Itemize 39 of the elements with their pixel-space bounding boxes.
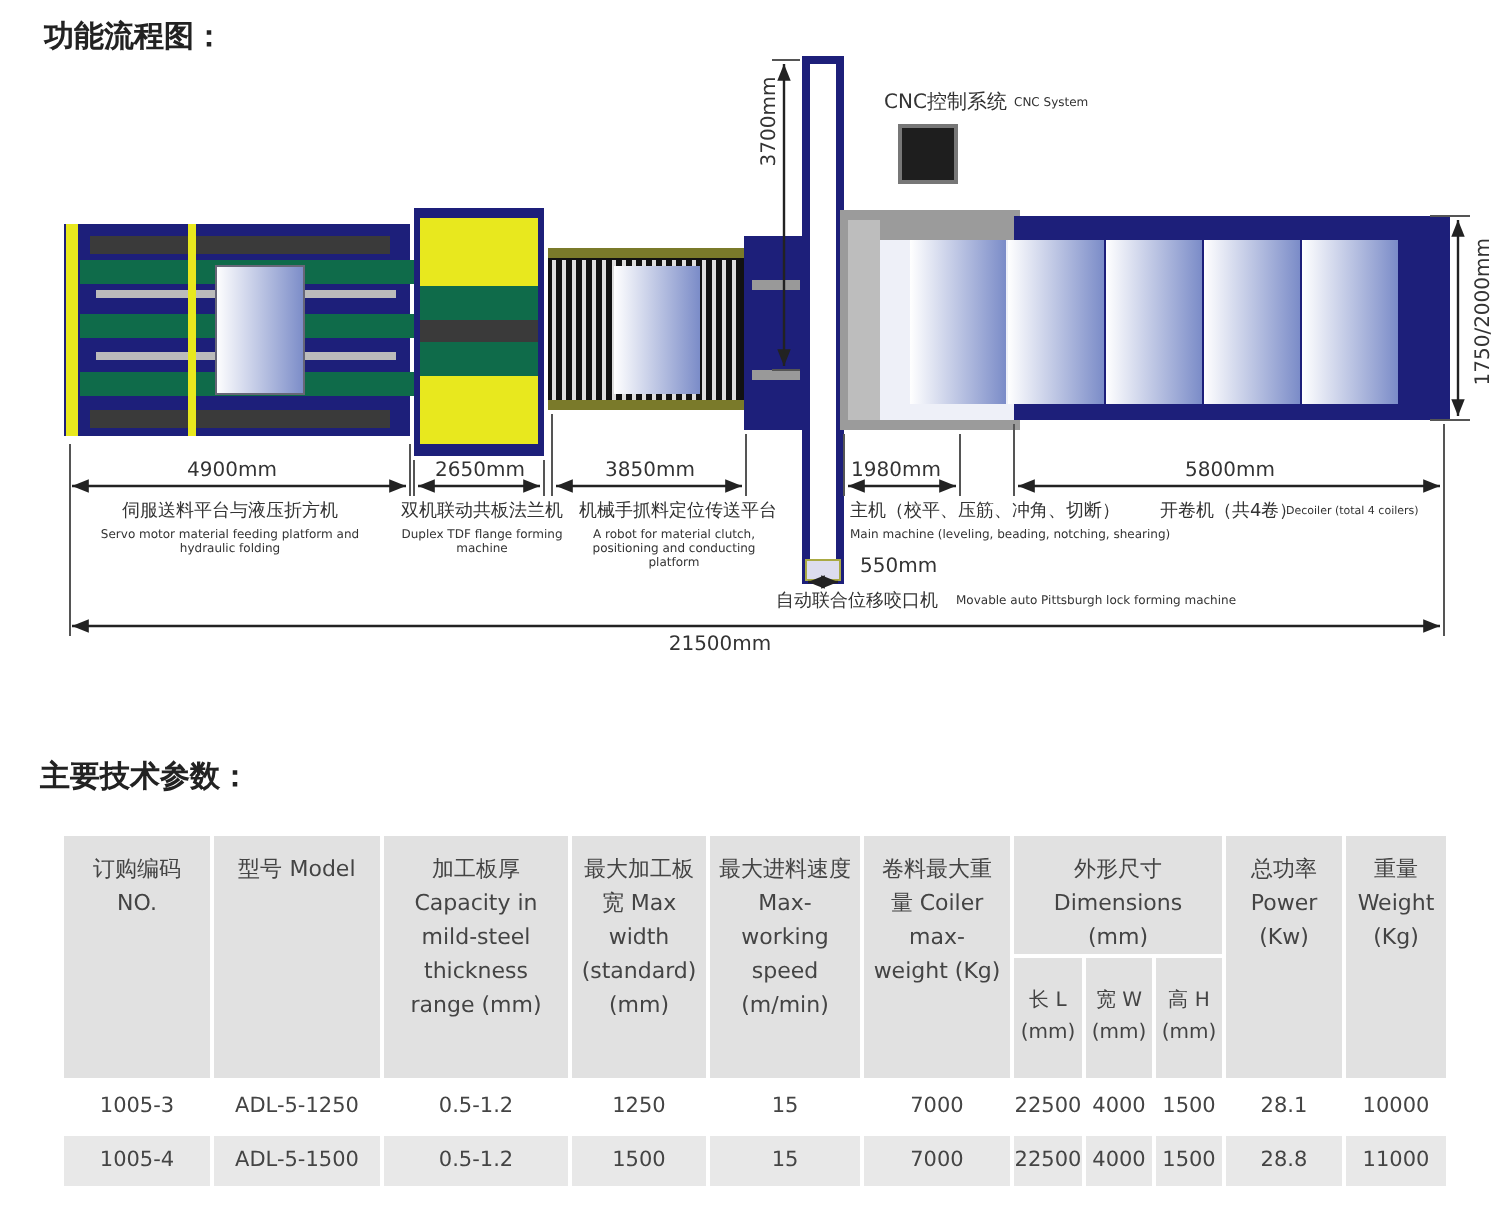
dimension-label: 3700mm <box>758 74 782 171</box>
header-cell: 卷料最大重量 Coiler max-weight (Kg) <box>864 836 1014 1082</box>
header-cell: 最大进料速度 Max-working speed (m/min) <box>710 836 864 1082</box>
data-cell: 1500 <box>572 1136 710 1190</box>
dimension-label: 550mm <box>860 556 938 579</box>
machine-label: 自动联合位移咬口机 <box>776 592 938 613</box>
dimension-label: 5800mm <box>1183 460 1277 483</box>
header-cell: 最大加工板宽 Max width (standard) (mm) <box>572 836 710 1082</box>
header-cell: 加工板厚 Capacity in mild-steel thickness range (mm) <box>384 836 572 1082</box>
data-cell: ADL-5-1500 <box>214 1136 384 1190</box>
header-cell: 高 H (mm) <box>1156 958 1226 1082</box>
section-heading: 主要技术参数： <box>40 760 250 795</box>
machine-label: 机械手抓料定位传送平台 <box>577 502 779 523</box>
header-cell: 型号 Model <box>214 836 384 1082</box>
machine-label: 主机（校平、压筋、冲角、切断） <box>850 502 1120 523</box>
data-cell: 4000 <box>1086 1136 1156 1190</box>
dimension-label: 2650mm <box>433 460 527 483</box>
machine-label: 伺服送料平台与液压折方机 <box>120 502 340 523</box>
header-cell: 订购编码 NO. <box>64 836 214 1082</box>
header-cell: 总功率 Power (Kw) <box>1226 836 1346 1082</box>
dimension-label: 3850mm <box>603 460 697 483</box>
header-cell: 外形尺寸 Dimensions (mm) <box>1014 836 1226 958</box>
diagram-title: 功能流程图： <box>44 20 224 55</box>
data-cell: 11000 <box>1346 1136 1450 1190</box>
data-cell: 22500 <box>1014 1136 1086 1190</box>
dimension-label: 4900mm <box>185 460 279 483</box>
data-cell: 1005-4 <box>64 1136 214 1190</box>
header-cell: 宽 W (mm) <box>1086 958 1156 1082</box>
data-cell: 1500 <box>1156 1136 1226 1190</box>
machine-label: 双机联动共板法兰机 <box>399 502 565 523</box>
header-cell: 长 L (mm) <box>1014 958 1086 1082</box>
data-cell: 28.8 <box>1226 1136 1346 1190</box>
data-cell: 15 <box>710 1136 864 1190</box>
dimension-label: 1980mm <box>849 460 943 483</box>
dimension-label: 21500mm <box>666 634 774 657</box>
data-cell: 0.5-1.2 <box>384 1136 572 1190</box>
header-cell: 重量 Weight (Kg) <box>1346 836 1450 1082</box>
data-cell: 7000 <box>864 1136 1014 1190</box>
callout-label: CNC控制系统 <box>884 92 1007 115</box>
